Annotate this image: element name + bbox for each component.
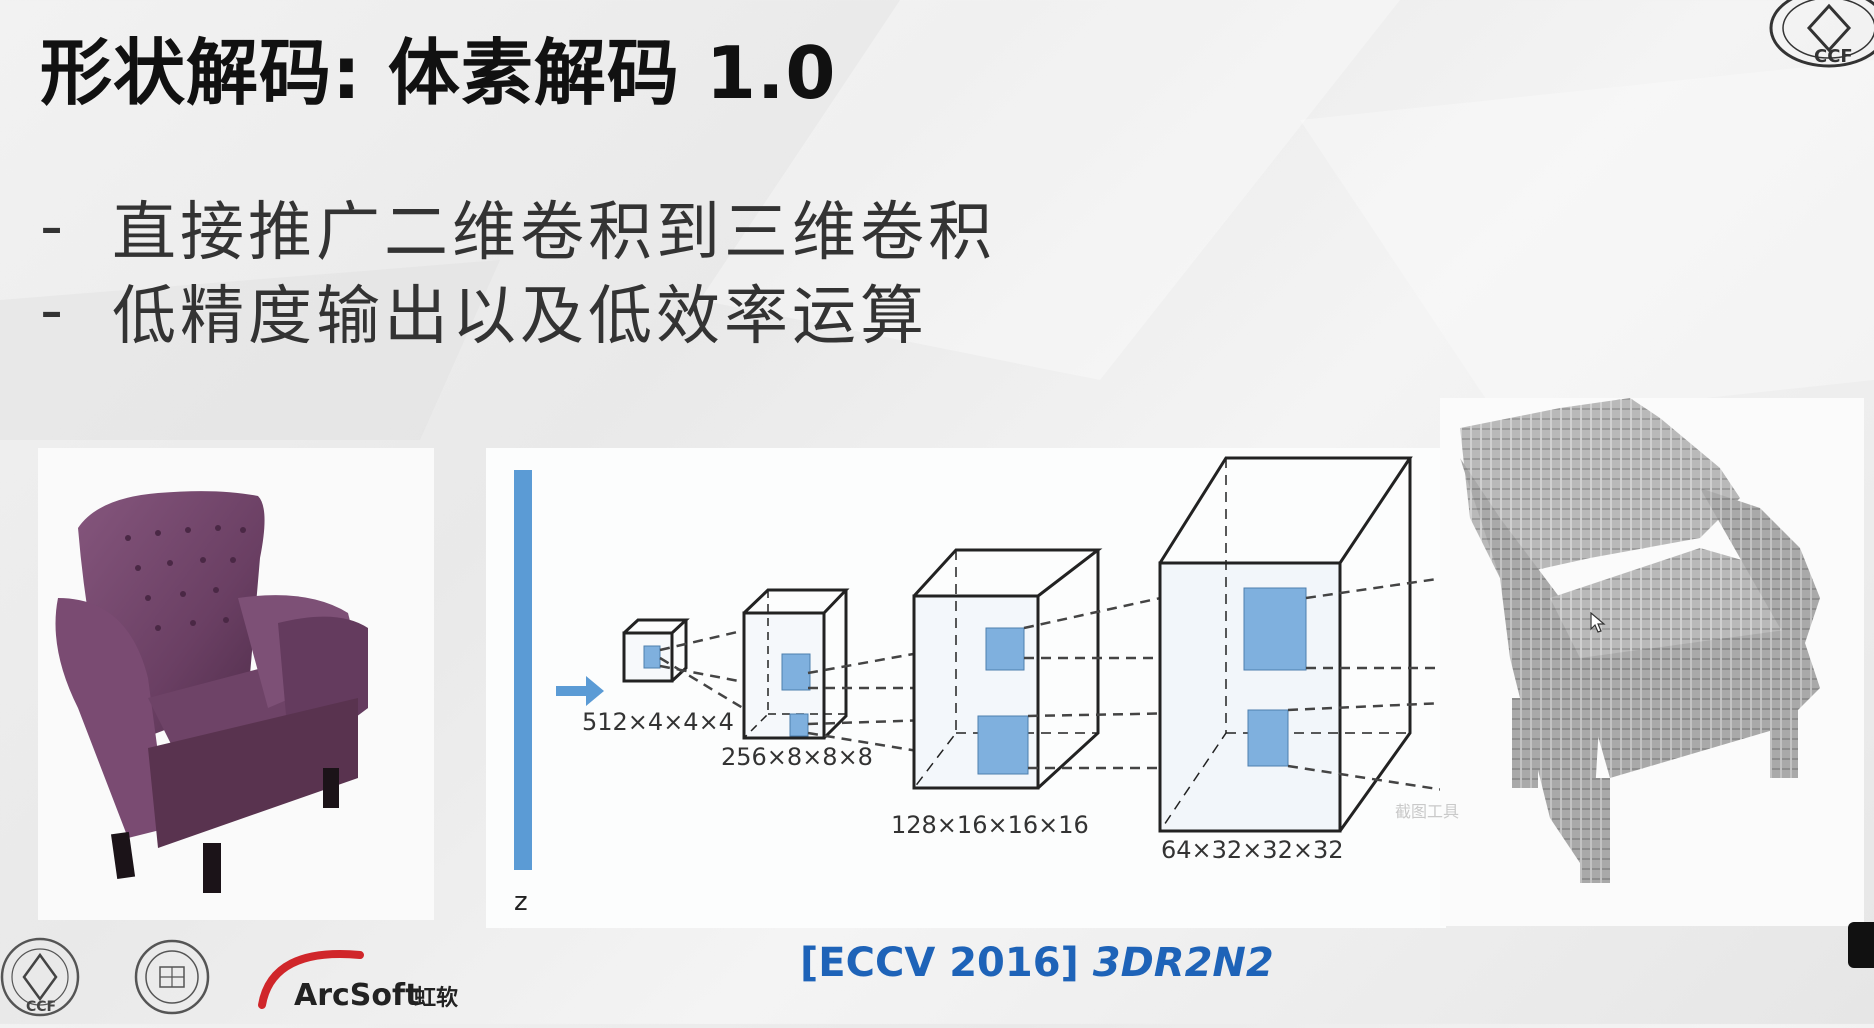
bullet-dash: - (40, 190, 64, 264)
bullet-dash: - (40, 274, 64, 348)
bullet-list: - 直接推广二维卷积到三维卷积 - 低精度输出以及低效率运算 (40, 185, 996, 354)
citation-paper-name: 3DR2N2 (1092, 940, 1274, 986)
side-toolbar-tab[interactable] (1848, 922, 1874, 968)
voxel-layer-1 (622, 618, 690, 683)
mouse-cursor-icon (1590, 611, 1606, 638)
bullet-item: - 低精度输出以及低效率运算 (40, 269, 996, 354)
university-seal-icon (134, 939, 210, 1015)
layer-4-label: 64×32×32×32 (1161, 836, 1343, 864)
latent-label: z (514, 887, 528, 917)
footer-logos: CCF ArcSoft 虹软 (0, 935, 480, 1024)
screenshot-tool-label: 截图工具 (1395, 802, 1460, 821)
layer-2-label: 256×8×8×8 (721, 743, 873, 771)
decoder-network-diagram: z 512×4×4×4 256×8×8×8 (486, 448, 1446, 928)
layer-3-label: 128×16×16×16 (891, 811, 1089, 839)
slide-title: 形状解码: 体素解码 1.0 (40, 31, 837, 115)
ccf-logo-icon: CCF (0, 937, 80, 1017)
layer-1-label: 512×4×4×4 (582, 708, 734, 736)
latent-vector-bar (514, 470, 532, 870)
bullet-text: 低精度输出以及低效率运算 (112, 280, 928, 354)
armchair-image (55, 491, 368, 893)
bullet-item: - 直接推广二维卷积到三维卷积 (40, 185, 996, 270)
bullet-text: 直接推广二维卷积到三维卷积 (112, 196, 996, 270)
arcsoft-logo: ArcSoft 虹软 (258, 950, 458, 1013)
arcsoft-logo-text: ArcSoft (294, 978, 419, 1013)
citation: [ECCV 2016] 3DR2N2 (800, 940, 1274, 986)
chair-image-panel (38, 448, 434, 920)
voxel-chair-output (1440, 398, 1864, 926)
arrow-icon (556, 676, 604, 706)
ccf-logo-text: CCF (26, 999, 56, 1015)
ccf-corner-logo: CCF (1734, 0, 1874, 70)
arcsoft-logo-cn: 虹软 (414, 985, 458, 1011)
citation-venue: [ECCV 2016] (800, 940, 1079, 986)
ccf-corner-text: CCF (1814, 46, 1853, 67)
